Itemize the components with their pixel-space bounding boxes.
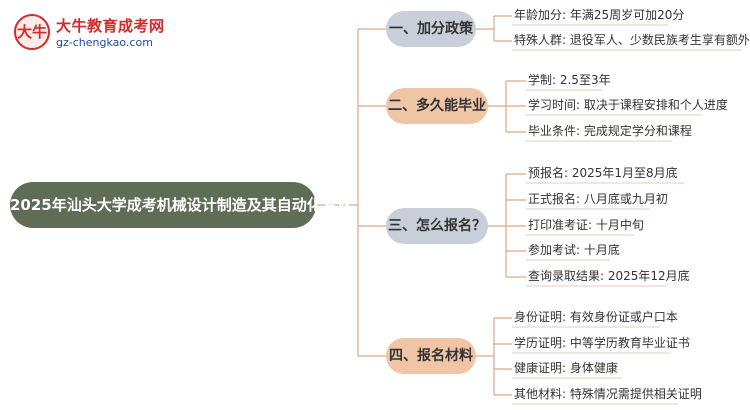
logo-url: gz-chengkao.com (56, 36, 153, 49)
logo: 大牛 大牛教育成考网 gz-chengkao.com (14, 14, 174, 56)
category-how-to-register: 三、怎么报名？ (386, 208, 488, 244)
leaf-health-proof: 健康证明: 身体健康 (514, 361, 618, 375)
leaf-special-groups: 特殊人群: 退役军人、少数民族考生享有额外加分 (514, 33, 750, 47)
leaf-check-results: 查询录取结果: 2025年12月底 (528, 269, 690, 283)
logo-icon: 大牛 (14, 14, 50, 50)
leaf-age-bonus: 年龄加分: 年满25周岁可加20分 (514, 8, 685, 22)
leaf-take-exam: 参加考试: 十月底 (528, 243, 620, 257)
leaf-education-proof: 学历证明: 中等学历教育毕业证书 (514, 336, 690, 350)
leaf-id-proof: 身份证明: 有效身份证或户口本 (514, 310, 678, 324)
category-bonus-policy: 一、加分政策 (386, 11, 476, 47)
leaf-graduation-conditions: 毕业条件: 完成规定学分和课程 (528, 124, 692, 138)
logo-title: 大牛教育成考网 (56, 17, 165, 35)
category-graduation-time: 二、多久能毕业 (386, 88, 488, 124)
leaf-other-materials: 其他材料: 特殊情况需提供相关证明 (514, 387, 702, 401)
central-topic: 2025年汕头大学成考机械设计制造及其自动化专业 (10, 182, 352, 228)
leaf-pre-registration: 预报名: 2025年1月至8月底 (528, 166, 678, 180)
leaf-print-admission-ticket: 打印准考证: 十月中旬 (528, 218, 644, 232)
category-materials: 四、报名材料 (386, 338, 476, 374)
leaf-study-time: 学习时间: 取决于课程安排和个人进度 (528, 98, 728, 112)
leaf-formal-registration: 正式报名: 八月底或九月初 (528, 192, 668, 206)
leaf-duration: 学制: 2.5至3年 (528, 73, 611, 87)
